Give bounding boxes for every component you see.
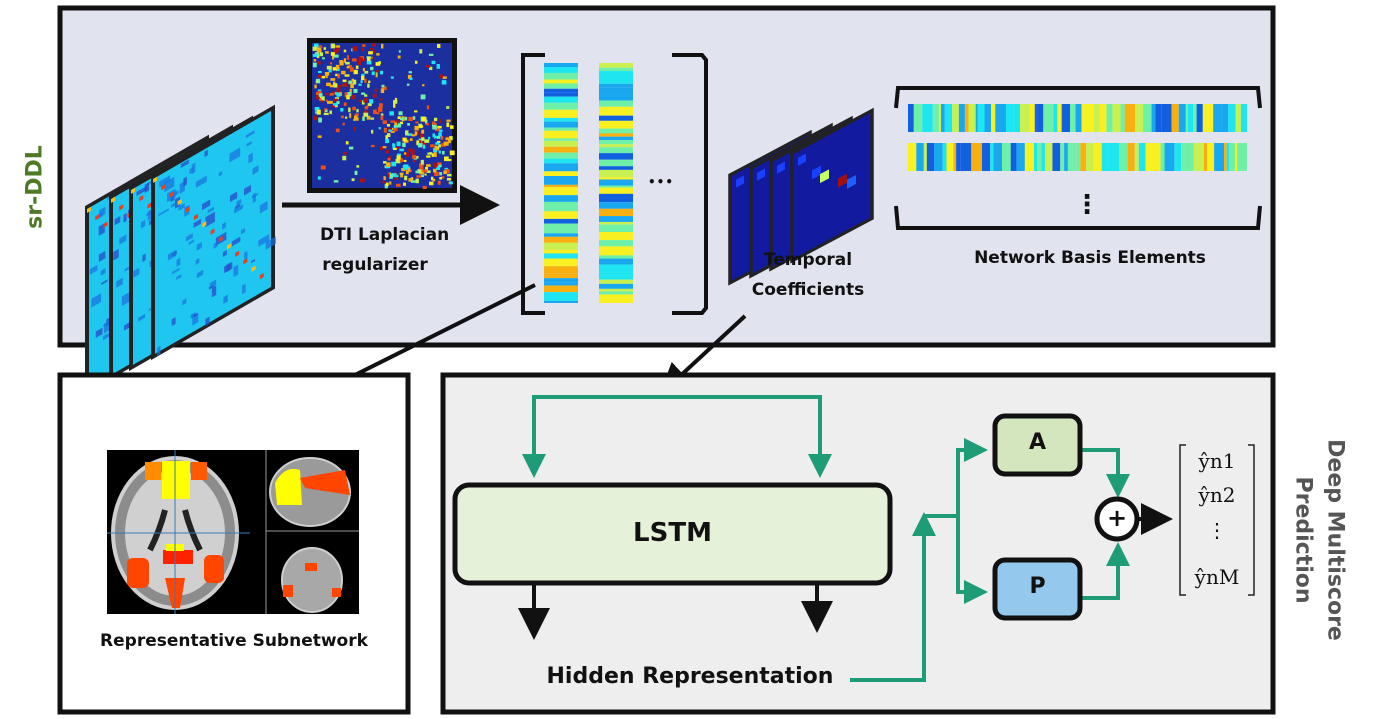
regularizer-label-line1: DTI Laplacian: [320, 225, 450, 245]
deep-multiscore-label-line1: Deep Multiscore: [1322, 439, 1348, 641]
subnetwork-bracket: [521, 53, 708, 315]
brain-image: [107, 450, 359, 614]
lstm-label: LSTM: [633, 518, 712, 548]
subnetwork-caption: Representative Subnetwork: [100, 631, 368, 651]
ellipsis-horizontal: •••: [648, 175, 675, 189]
a-block-label: A: [1028, 430, 1047, 455]
p-block-label: P: [1029, 574, 1046, 599]
subnetwork-column-2: [599, 63, 633, 303]
output-yn2: ŷn2: [1198, 483, 1236, 507]
coefficient-frame: [790, 107, 874, 264]
fmri-correlation-stack: [85, 104, 276, 391]
basis-bracket: [894, 86, 1262, 230]
regularizer-label-line2: regularizer: [322, 255, 428, 275]
output-ynM: ŷnM: [1194, 565, 1240, 589]
output-vector-bracket: [1179, 444, 1255, 596]
hidden-to-heads-arrows: [850, 438, 1130, 682]
basis-row-1: [908, 104, 1247, 132]
a-block: [992, 413, 1083, 477]
lstm-input-arrows: [522, 395, 832, 478]
hidden-representation-label: Hidden Representation: [546, 664, 834, 689]
network-basis-label: Network Basis Elements: [974, 248, 1206, 268]
output-yn1: ŷn1: [1198, 449, 1236, 473]
subnetwork-column-1: [544, 63, 578, 303]
dti-connectivity-matrix: [307, 38, 457, 193]
sum-symbol: +: [1106, 504, 1128, 532]
output-ellipsis: ⋮: [1207, 518, 1227, 542]
correlation-frame: [151, 104, 276, 361]
temporal-label-line1: Temporal: [763, 250, 853, 270]
p-block: [992, 557, 1083, 621]
deep-multiscore-label-line2: Prediction: [1290, 476, 1316, 604]
temporal-label-line2: Coefficients: [751, 280, 865, 300]
temporal-coefficient-stack: [728, 107, 874, 286]
ellipsis-vertical: ⋮: [1074, 190, 1100, 220]
basis-row-2: [908, 143, 1247, 171]
lstm-block: [452, 482, 893, 586]
sum-node: [1094, 496, 1140, 542]
sr-ddl-label: sr-DDL: [22, 145, 48, 229]
